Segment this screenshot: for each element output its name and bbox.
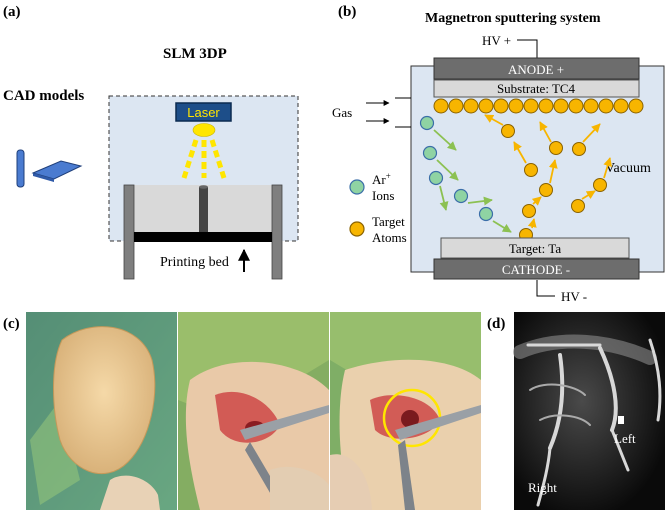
laser-beam — [181, 139, 227, 179]
cathode-plate — [433, 258, 640, 280]
surgery-photo-3 — [330, 312, 481, 510]
argon-ions — [419, 115, 494, 222]
panel-a-tag: (a) — [3, 4, 21, 20]
xray-right-label: Right — [528, 480, 557, 495]
deposited-atom — [598, 98, 614, 114]
deposited-atom — [463, 98, 479, 114]
anode-label: ANODE + — [508, 62, 564, 77]
surgery-photo-1 — [26, 312, 177, 510]
panel-b: (b) Magnetron sputtering system HV + ANO… — [332, 4, 665, 304]
panel-c-tag: (c) — [3, 316, 20, 332]
sputtered-atom — [549, 141, 563, 155]
sputtered-atoms — [501, 124, 607, 242]
substrate-label: Substrate: TC4 — [497, 81, 576, 96]
laser-lens — [192, 123, 216, 137]
laser-box — [175, 102, 232, 122]
ion-arrows — [433, 129, 512, 233]
xray-left-label: Left — [614, 431, 636, 446]
panel-d: (d) Left Right — [487, 312, 665, 510]
legend-atoms-label-2: Atoms — [372, 230, 407, 245]
hv-minus-label: HV - — [561, 289, 587, 304]
laser-label: Laser — [187, 105, 220, 120]
vacuum-label: Vacuum — [605, 161, 651, 176]
cathode-label: CATHODE - — [502, 262, 570, 277]
target-label: Target: Ta — [509, 241, 561, 256]
deposited-atom — [538, 98, 554, 114]
sputtered-atom — [522, 204, 536, 218]
deposited-atom — [478, 98, 494, 114]
printing-bed-label: Printing bed — [160, 255, 229, 270]
atom-arrows — [484, 114, 612, 229]
chamber-wall-left — [123, 184, 135, 280]
gas-label: Gas — [332, 105, 352, 120]
panel-c: (c) — [3, 312, 481, 510]
deposited-atom — [568, 98, 584, 114]
panel-b-title: Magnetron sputtering system — [425, 11, 601, 26]
sputtered-atom — [539, 183, 553, 197]
sputtered-atom — [571, 199, 585, 213]
argon-ion — [422, 145, 438, 161]
deposited-atom — [583, 98, 599, 114]
argon-ion — [419, 115, 435, 131]
panel-a-title: SLM 3DP — [163, 46, 227, 62]
argon-ion — [478, 206, 494, 222]
deposited-atom — [613, 98, 629, 114]
sputtered-atom — [593, 178, 607, 192]
sputtered-atom — [524, 163, 538, 177]
target-plate — [440, 237, 630, 259]
legend-ions-label: Ar+ — [372, 171, 391, 187]
printed-part — [199, 187, 208, 234]
xray-skeleton — [513, 334, 662, 507]
substrate-plate — [433, 79, 640, 98]
surgery-photo-2 — [178, 312, 329, 510]
panel-d-tag: (d) — [487, 316, 505, 332]
argon-ion — [428, 170, 444, 186]
deposited-atom — [628, 98, 644, 114]
hv-plus-label: HV + — [482, 33, 511, 48]
deposited-atom — [448, 98, 464, 114]
chamber-wall-right — [271, 184, 283, 280]
deposited-atom-row — [433, 98, 644, 114]
deposited-atom — [553, 98, 569, 114]
argon-ion — [453, 188, 469, 204]
printing-bed — [134, 232, 272, 242]
panel-a: (a) SLM 3DP CAD models Laser — [3, 4, 299, 280]
deposited-atom — [523, 98, 539, 114]
legend-atoms-label: Target — [372, 214, 405, 229]
legend-ions-label-2: Ions — [372, 188, 394, 203]
deposited-atom — [508, 98, 524, 114]
cad-models-icon — [16, 149, 83, 188]
deposited-atom — [493, 98, 509, 114]
panel-b-tag: (b) — [338, 4, 356, 20]
sputtered-atom — [501, 124, 515, 138]
implant-left — [618, 416, 624, 424]
legend-ion-icon — [349, 179, 365, 195]
legend-atom-icon — [349, 221, 365, 237]
cad-models-label: CAD models — [3, 88, 84, 104]
deposited-atom — [433, 98, 449, 114]
sputtered-atom — [572, 142, 586, 156]
anode-plate — [433, 57, 640, 80]
